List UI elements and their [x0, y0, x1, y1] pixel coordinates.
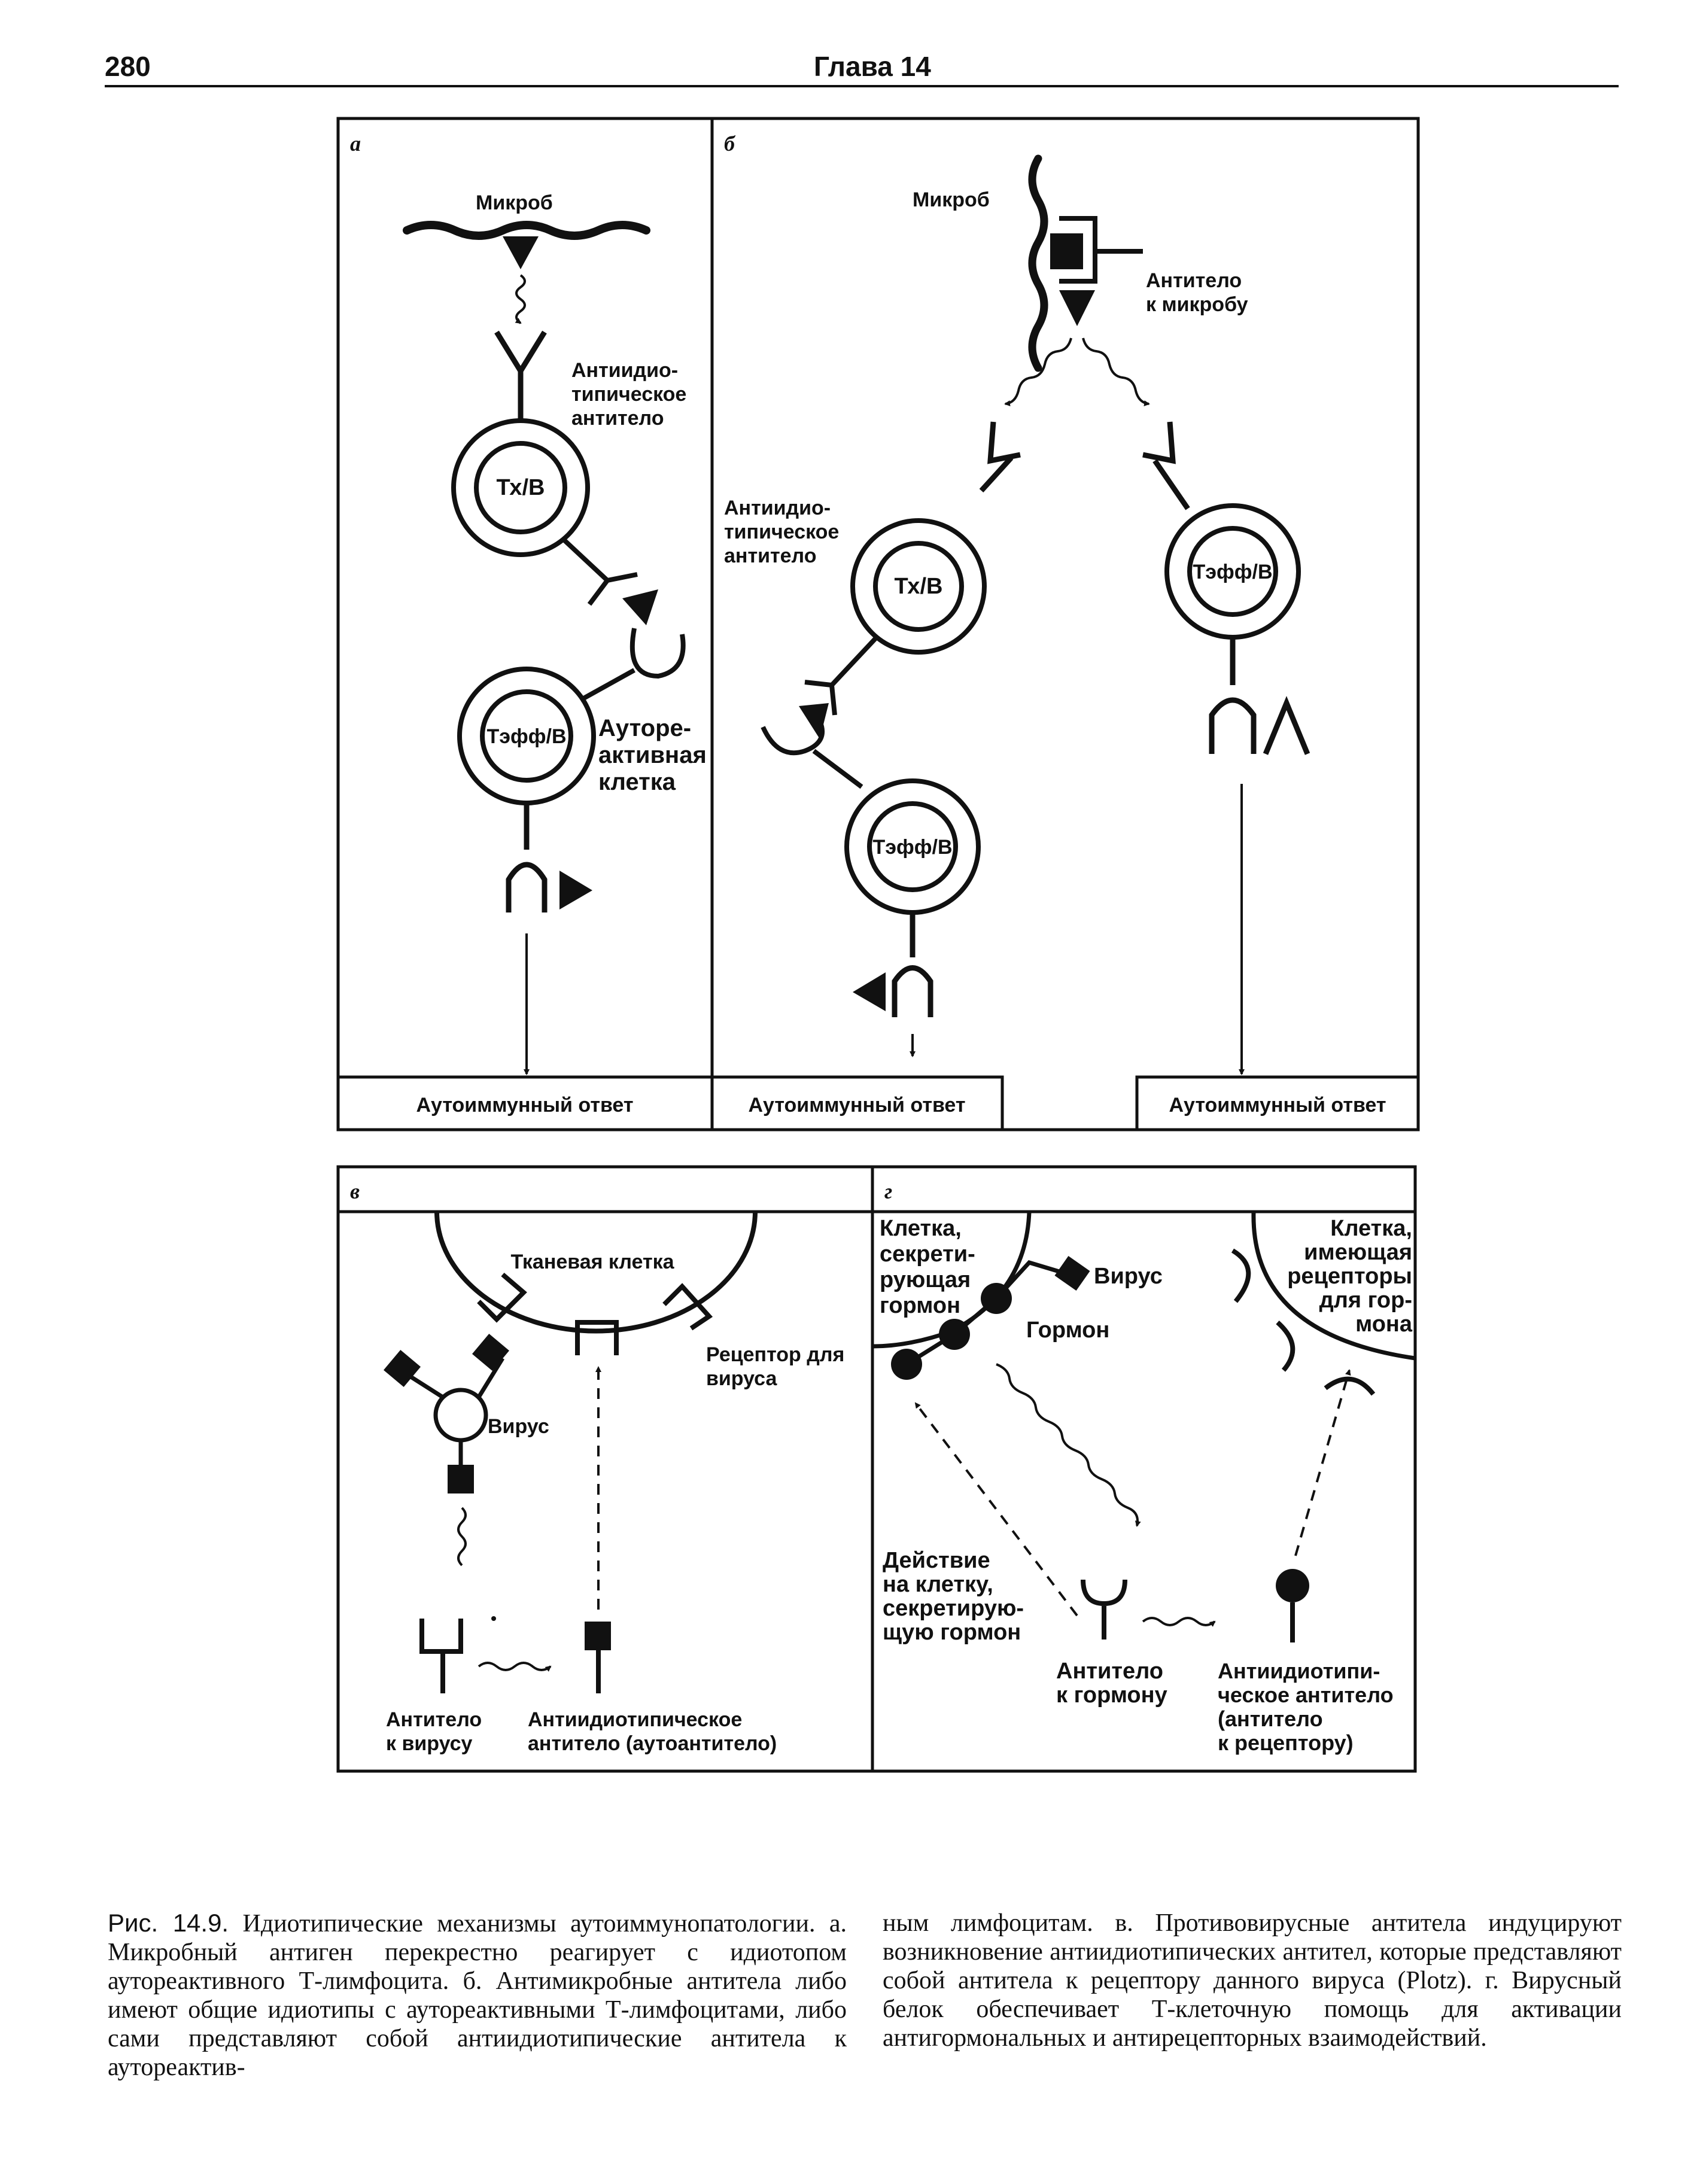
antigen-icon: [503, 236, 539, 269]
microbe-icon: [403, 221, 650, 240]
panel-g-letter: г: [884, 1179, 892, 1203]
panel-g-virus-label: Вирус: [1094, 1264, 1163, 1289]
receptor-icon: [761, 720, 863, 789]
effector-cell-left: Тэфф/B: [844, 778, 981, 915]
receptor-icon: [579, 628, 686, 702]
receptor-icon: [506, 805, 548, 912]
virus-receptors: [477, 1272, 713, 1355]
panel-v-letter: в: [350, 1179, 360, 1203]
dashed-arrow-left: [914, 1402, 1078, 1617]
signal-wave-left: [1004, 337, 1072, 407]
tissue-cell-label: Тканевая клетка: [510, 1251, 674, 1273]
tissue-cell-membrane: [434, 1211, 758, 1334]
receptor-cell-membrane: [1251, 1211, 1416, 1361]
hormone-signal-wave: [996, 1363, 1141, 1527]
antigen-block-icon: [1050, 233, 1083, 269]
antigen-icon: [622, 589, 658, 625]
antigen-icon: [559, 871, 592, 910]
receptor-icon: [1142, 421, 1190, 510]
receptor-icon: [892, 914, 933, 1017]
signal-wave-horizontal: [478, 1662, 552, 1672]
signal-wave-right: [1082, 337, 1150, 407]
cell-th-label: Тх/B: [895, 574, 943, 599]
caption-text-right: ным лимфоцитам. в. Противовирусные антит…: [883, 1909, 1622, 2052]
panel-v-virus-label: Вирус: [488, 1415, 549, 1438]
autoreactive-cell: Тэфф/B: [457, 667, 596, 805]
cell-teff-label: Тэфф/B: [1193, 561, 1272, 583]
header-rule: [105, 85, 1619, 87]
hormone-chain: [891, 1255, 1090, 1380]
virus-particle: [384, 1334, 509, 1493]
microbe-icon: [1028, 154, 1048, 372]
chapter-title: Глава 14: [814, 51, 931, 82]
figure-label: Рис. 14.9.: [108, 1909, 229, 1937]
cell-teff-label: Тэфф/B: [486, 725, 566, 748]
receptor-icon: [1209, 637, 1310, 755]
antigen-icon: [1059, 290, 1095, 326]
dashed-arrow-right: [1294, 1369, 1351, 1556]
signal-wave-horizontal: [1142, 1617, 1216, 1627]
caption-right-column: ным лимфоцитам. в. Противовирусные антит…: [883, 1909, 1622, 2052]
antibody-icon: [1059, 216, 1143, 284]
auto-antibody-head: [585, 1622, 611, 1650]
panel-b-response-left: Аутоиммунный ответ: [748, 1094, 965, 1117]
anti-idiotypic-head: [1276, 1569, 1309, 1602]
panels-v-g-frame: [336, 1165, 1417, 1773]
panel-b-response-right: Аутоиммунный ответ: [1169, 1094, 1386, 1117]
panel-b-letter: б: [724, 132, 736, 156]
panel-a-microbe-label: Микроб: [476, 191, 553, 214]
hormone-label: Гормон: [1026, 1318, 1109, 1343]
panel-a-letter: а: [350, 132, 361, 156]
caption-text-left: Идиотипические механизмы аутоиммунопатол…: [108, 1910, 847, 2081]
idiotope-link: [561, 537, 638, 606]
signal-wave: [457, 1507, 467, 1566]
page-number: 280: [105, 51, 151, 82]
panels-a-b-frame: [336, 117, 1420, 1131]
signal-wave: [515, 274, 526, 324]
effector-cell-right: Тэфф/B: [1164, 503, 1301, 640]
panel-a-response: Аутоиммунный ответ: [416, 1094, 633, 1117]
cell-th-label: Тх/B: [497, 475, 545, 500]
panel-b-microbe-label: Микроб: [913, 188, 990, 211]
antibody-icon: [419, 1619, 463, 1693]
antibody-to-hormone: [1081, 1579, 1127, 1639]
cell-teff-label: Тэфф/B: [872, 836, 952, 859]
idiotope-link: [804, 635, 878, 716]
receptor-icon: [494, 330, 547, 422]
hormone-receptors: [1231, 1248, 1376, 1396]
lymphocyte-th-b: Тх/B: [850, 518, 987, 655]
caption-left-column: Рис. 14.9. Идиотипические механизмы ауто…: [108, 1909, 847, 2082]
receptor-icon: [979, 421, 1021, 493]
antigen-icon: [853, 972, 886, 1011]
lymphocyte-th-b: Тх/B: [451, 418, 590, 557]
